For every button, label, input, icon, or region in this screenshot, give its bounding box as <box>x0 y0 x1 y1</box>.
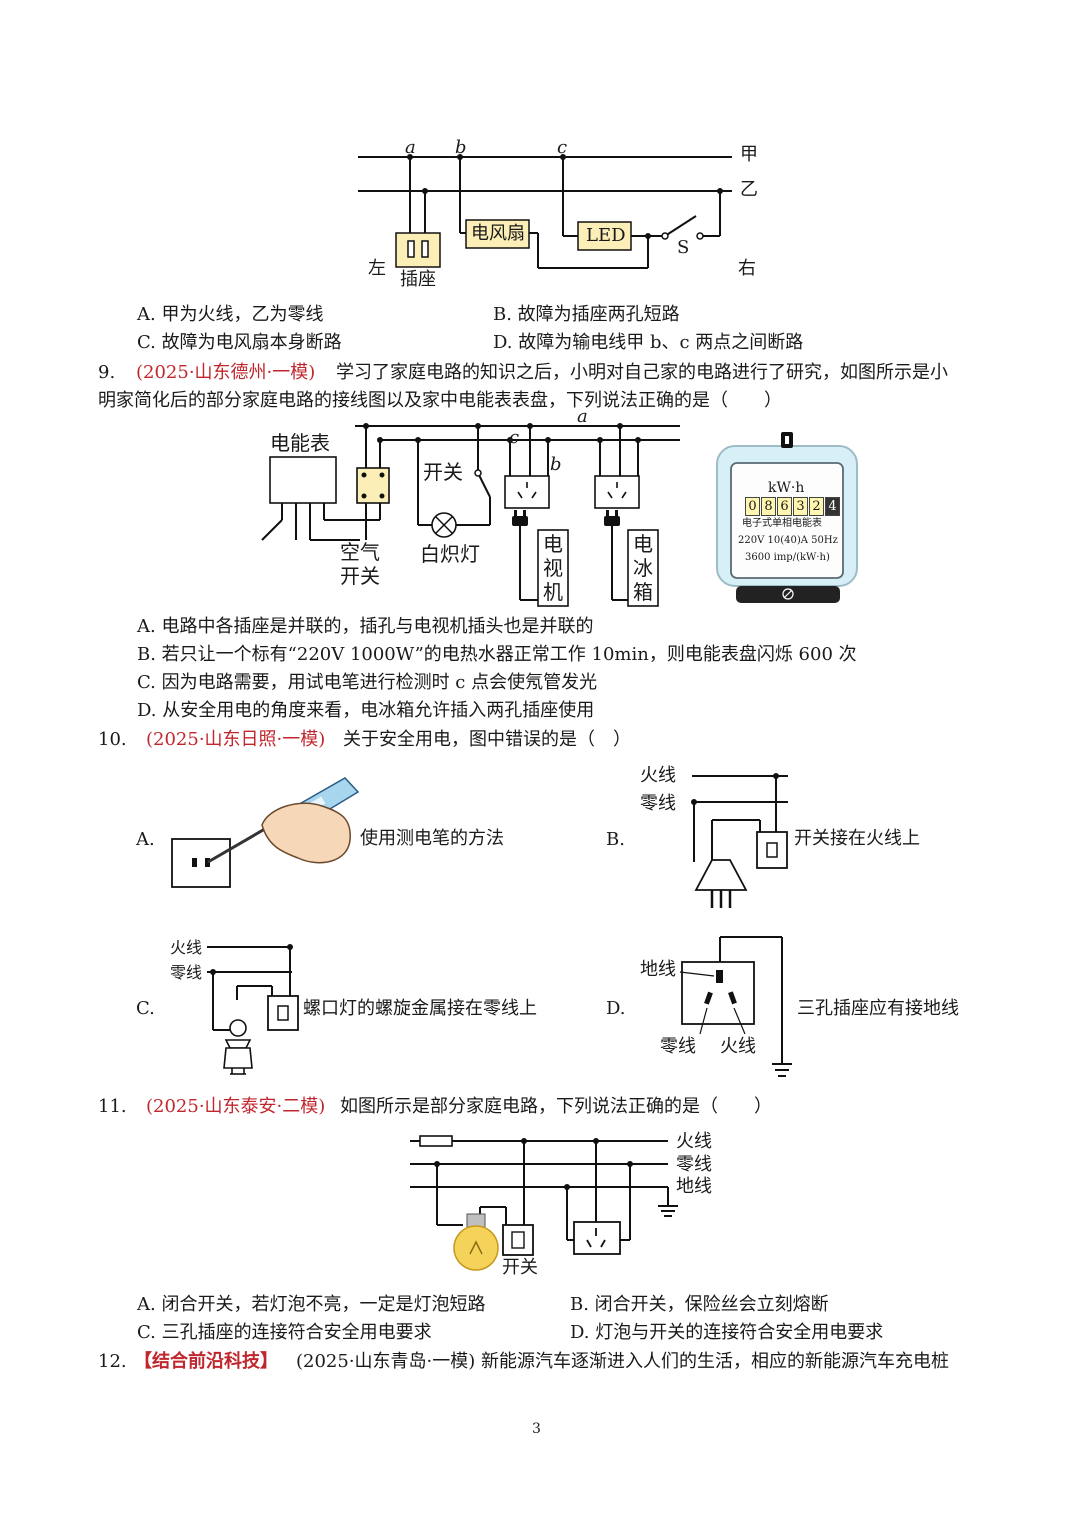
q10-d-zero-label: 零线 <box>660 1036 696 1057</box>
q12-number: 12. <box>98 1351 127 1372</box>
q11-option-b: B. 闭合开关，保险丝会立刻熔断 <box>570 1294 829 1315</box>
q10-c-zero-label: 零线 <box>170 963 203 982</box>
q8-point-b: b <box>455 137 467 158</box>
q11-switch-label: 开关 <box>502 1257 538 1278</box>
q9-fridge-label-2: 冰 <box>633 556 653 580</box>
q10-c-screw-lamp <box>223 1019 253 1075</box>
q8-led-label: LED <box>586 225 626 246</box>
q8-socket-label: 插座 <box>400 269 436 290</box>
dial-digit: 8 <box>761 497 776 516</box>
q10-stem: 关于安全用电，图中错误的是（ ） <box>343 729 631 750</box>
q12-tag: 【结合前沿科技】 <box>134 1351 278 1372</box>
q10-b-fire-label: 火线 <box>640 765 676 786</box>
q9-stem-line1: 学习了家庭电路的知识之后，小明对自己家的电路进行了研究，如图所示是小 <box>336 362 948 383</box>
q11-ground-label: 地线 <box>676 1176 712 1197</box>
q9-point-b: b <box>550 454 562 475</box>
q9-tv-label-2: 视 <box>543 556 563 580</box>
q8-option-c: C. 故障为电风扇本身断路 <box>137 332 342 353</box>
q8-line-jia: 甲 <box>740 144 758 165</box>
q10-c-caption: 螺口灯的螺旋金属接在零线上 <box>303 998 537 1019</box>
q9-tv-label-1: 电 <box>543 532 563 556</box>
q11-fire-label: 火线 <box>676 1131 712 1152</box>
q11-number: 11. <box>98 1096 127 1117</box>
q9-dial-unit: kW·h <box>768 480 805 496</box>
q9-lamp-label: 白炽灯 <box>420 542 480 566</box>
q9-point-c: c <box>509 427 520 448</box>
q8-led-box <box>577 221 632 251</box>
q8-socket-box <box>395 232 441 268</box>
q10-b-caption: 开关接在火线上 <box>794 828 920 849</box>
q10-number: 10. <box>98 729 127 750</box>
q9-dial-spec: 220V 10(40)A 50Hz <box>738 535 838 546</box>
q9-option-c: C. 因为电路需要，用试电笔进行检测时 c 点会使氖管发光 <box>137 672 598 693</box>
q9-fridge-label-3: 箱 <box>633 580 653 604</box>
q9-meter-label: 电能表 <box>270 431 330 455</box>
q8-point-a: a <box>405 137 416 158</box>
q10-c-switch-box <box>267 995 299 1031</box>
q8-switch-label: S <box>677 237 690 258</box>
dial-digit: 0 <box>745 497 760 516</box>
q10-d-caption: 三孔插座应有接地线 <box>797 998 959 1019</box>
q11-fuse <box>419 1135 453 1147</box>
q10-d-letter: D. <box>606 998 626 1019</box>
q8-fan-box <box>465 219 530 249</box>
q9-breaker-label-1: 空气 <box>340 540 380 564</box>
q8-left-label: 左 <box>368 258 386 279</box>
q9-number: 9. <box>98 362 116 383</box>
dial-digit-decimal: 4 <box>825 497 840 516</box>
q9-point-a: a <box>577 406 588 427</box>
q9-stem-line2: 明家简化后的部分家庭电路的接线图以及家中电能表表盘，下列说法正确的是（ ） <box>98 390 782 411</box>
q11-option-a: A. 闭合开关，若灯泡不亮，一定是灯泡短路 <box>137 1294 486 1315</box>
figure-q9-circuit <box>261 423 858 607</box>
q10-c-letter: C. <box>136 998 155 1019</box>
q8-option-a: A. 甲为火线，乙为零线 <box>137 304 324 325</box>
q9-breaker-label-2: 开关 <box>340 564 380 588</box>
q11-light-bulb <box>453 1213 499 1271</box>
q9-option-d: D. 从安全用电的角度来看，电冰箱允许插入两孔插座使用 <box>137 700 595 721</box>
q11-source: (2025·山东泰安·二模) <box>146 1096 326 1117</box>
dial-digit: 6 <box>777 497 792 516</box>
dial-digit: 2 <box>809 497 824 516</box>
q11-stem: 如图所示是部分家庭电路，下列说法正确的是（ ） <box>340 1096 772 1117</box>
q9-dial-digits: 0 8 6 3 2 4 <box>745 497 840 516</box>
q8-fan-label: 电风扇 <box>471 223 525 244</box>
q9-source: (2025·山东德州·一模) <box>136 362 316 383</box>
dial-digit: 3 <box>793 497 808 516</box>
q9-dial-name: 电子式单相电能表 <box>742 518 822 529</box>
q9-dial-imp: 3600 imp/(kW·h) <box>745 552 830 563</box>
q11-zero-label: 零线 <box>676 1154 712 1175</box>
q8-line-yi: 乙 <box>740 179 758 200</box>
q10-a-letter: A. <box>136 829 155 850</box>
q12-stem: (2025·山东青岛·一模) 新能源汽车逐渐进入人们的生活，相应的新能源汽车充电… <box>296 1351 950 1372</box>
q10-a-caption: 使用测电笔的方法 <box>360 828 504 849</box>
q10-c-fire-label: 火线 <box>170 938 203 957</box>
q11-option-c: C. 三孔插座的连接符合安全用电要求 <box>137 1322 432 1343</box>
figure-q11-circuit <box>410 1135 678 1271</box>
q9-switch-label: 开关 <box>423 460 463 484</box>
q8-option-d: D. 故障为输电线甲 b、c 两点之间断路 <box>493 332 804 353</box>
q10-b-letter: B. <box>606 829 625 850</box>
q10-source: (2025·山东日照·一模) <box>146 729 326 750</box>
q9-option-b: B. 若只让一个标有“220V 1000W”的电热水器正常工作 10min，则电… <box>137 644 857 665</box>
q9-option-a: A. 电路中各插座是并联的，插孔与电视机插头也是并联的 <box>137 616 594 637</box>
q8-point-c: c <box>557 137 568 158</box>
q9-tv-label-3: 机 <box>543 580 563 604</box>
page-number: 3 <box>532 1421 541 1437</box>
figure-q10 <box>171 773 792 1077</box>
q10-a-socket <box>171 838 231 888</box>
q11-option-d: D. 灯泡与开关的连接符合安全用电要求 <box>570 1322 884 1343</box>
q10-d-fire-label: 火线 <box>720 1036 756 1057</box>
q10-d-ground-label: 地线 <box>640 959 676 980</box>
q9-energy-meter-dial <box>716 432 858 603</box>
q8-right-label: 右 <box>738 258 756 279</box>
q10-b-zero-label: 零线 <box>640 793 676 814</box>
q11-three-pin-socket <box>573 1221 621 1255</box>
figure-q8-circuit <box>358 154 732 269</box>
q9-fridge-label-1: 电 <box>633 532 653 556</box>
q8-option-b: B. 故障为插座两孔短路 <box>493 304 680 325</box>
q10-a-hand <box>261 802 351 864</box>
